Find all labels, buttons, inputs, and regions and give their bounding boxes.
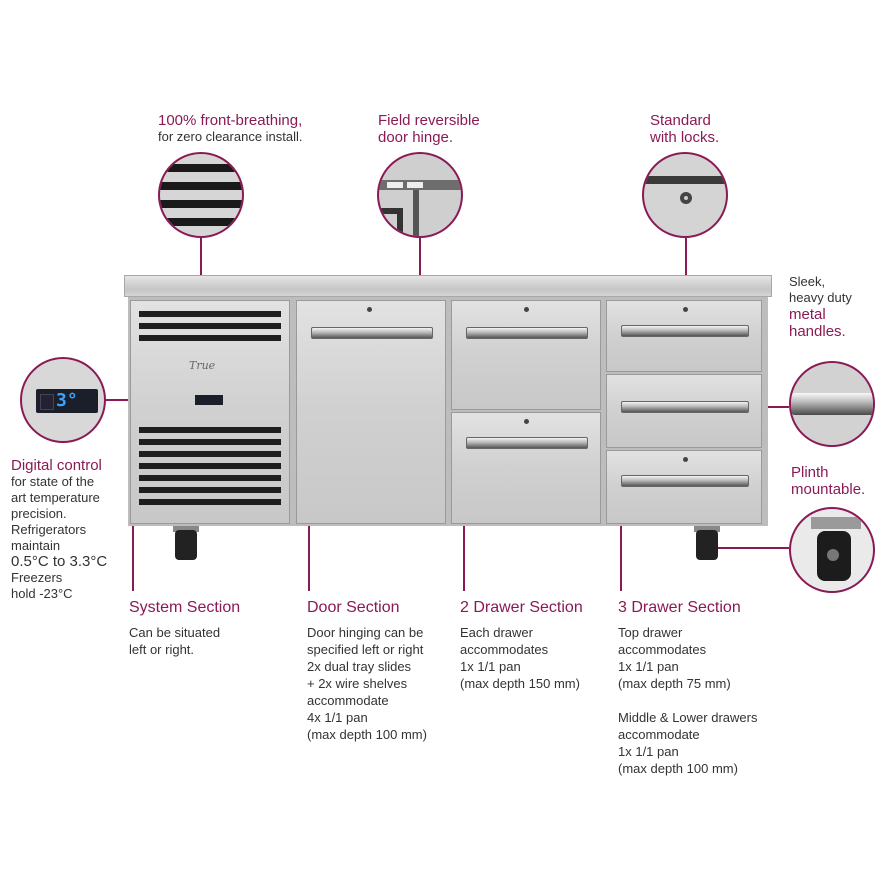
callout-digital-l7: Freezers <box>11 570 63 585</box>
section-system-title: System Section <box>129 599 241 616</box>
two-drawer-top-handle <box>466 327 588 339</box>
callout-plinth-l1: Plinth <box>791 464 829 481</box>
callout-handles-l4: handles. <box>789 323 846 340</box>
counter-top <box>124 275 772 297</box>
leader-lock <box>685 238 687 308</box>
section-two-drawer-title: 2 Drawer Section <box>460 599 583 616</box>
caster-detail-circle <box>789 507 875 593</box>
door-panel <box>296 300 446 524</box>
vent-detail-circle <box>158 152 244 238</box>
display-readout: 3° <box>56 390 78 411</box>
brand-logo: True <box>189 359 216 372</box>
section-three-drawer-title: 3 Drawer Section <box>618 599 741 616</box>
callout-digital-l3: precision. <box>11 506 67 521</box>
callout-digital-control: Digital control for state of the art tem… <box>11 457 107 602</box>
section-door: Door Section Door hinging can be specifi… <box>307 598 457 743</box>
leader-2drawer <box>463 507 465 591</box>
three-drawer-top-handle <box>621 325 749 337</box>
caster-right <box>696 530 718 560</box>
callout-handles-l3: metal <box>789 306 826 323</box>
section-system: System Section Can be situated left or r… <box>129 598 299 658</box>
controller-display <box>195 395 223 405</box>
lock-detail-circle <box>642 152 728 238</box>
callout-door-hinge: Field reversible door hinge. <box>378 112 480 146</box>
callout-locks-l1: Standard <box>650 112 711 129</box>
section-three-drawer: 3 Drawer Section Top drawer accommodates… <box>618 598 798 777</box>
section-three-drawer-body: Top drawer accommodates 1x 1/1 pan (max … <box>618 625 758 776</box>
caster-left-mount <box>173 526 199 532</box>
callout-handles: Sleek, heavy duty metal handles. <box>789 274 852 340</box>
callout-handles-l2: heavy duty <box>789 290 852 305</box>
leader-system <box>132 507 134 591</box>
callout-digital-l1: for state of the <box>11 474 95 489</box>
callout-digital-l4: Refrigerators <box>11 522 87 537</box>
callout-plinth-l2: mountable. <box>791 481 866 498</box>
callout-plinth: Plinth mountable. <box>791 464 865 498</box>
callout-locks: Standard with locks. <box>650 112 719 146</box>
callout-door-hinge-l2: door hinge. <box>378 129 454 146</box>
caster-right-mount <box>694 526 720 532</box>
callout-digital-l8: hold -23°C <box>11 586 73 601</box>
two-drawer-bottom <box>451 412 601 524</box>
section-door-body: Door hinging can be specified left or ri… <box>307 625 427 742</box>
three-drawer-middle-handle <box>621 401 749 413</box>
leader-3drawer <box>620 507 622 591</box>
section-two-drawer: 2 Drawer Section Each drawer accommodate… <box>460 598 610 692</box>
caster-left <box>175 530 197 560</box>
callout-front-breathing: 100% front-breathing, for zero clearance… <box>158 112 303 145</box>
system-panel: True <box>130 300 290 524</box>
callout-digital-title: Digital control <box>11 457 102 474</box>
section-system-body: Can be situated left or right. <box>129 625 221 657</box>
two-drawer-bottom-handle <box>466 437 588 449</box>
callout-digital-l6: 0.5°C to 3.3°C <box>11 553 108 570</box>
callout-door-hinge-l1: Field reversible <box>378 112 480 129</box>
three-drawer-bottom-handle <box>621 475 749 487</box>
section-door-title: Door Section <box>307 599 400 616</box>
callout-front-breathing-title: 100% front-breathing, <box>158 112 303 129</box>
leader-hinge <box>419 238 421 308</box>
callout-locks-l2: with locks. <box>650 129 720 146</box>
door-handle <box>311 327 433 339</box>
two-drawer-top <box>451 300 601 410</box>
callout-handles-l1: Sleek, <box>789 274 826 289</box>
handle-detail-circle <box>789 361 875 447</box>
three-drawer-top <box>606 300 762 372</box>
three-drawer-bottom <box>606 450 762 524</box>
callout-digital-l2: art temperature <box>11 490 100 505</box>
callout-digital-l5: maintain <box>11 538 61 553</box>
display-detail-circle: 3° <box>20 357 106 443</box>
leader-caster <box>712 547 789 549</box>
leader-door <box>308 507 310 591</box>
callout-front-breathing-sub: for zero clearance install. <box>158 129 303 144</box>
section-two-drawer-body: Each drawer accommodates 1x 1/1 pan (max… <box>460 625 580 691</box>
hinge-detail-circle <box>377 152 463 238</box>
three-drawer-middle <box>606 374 762 448</box>
